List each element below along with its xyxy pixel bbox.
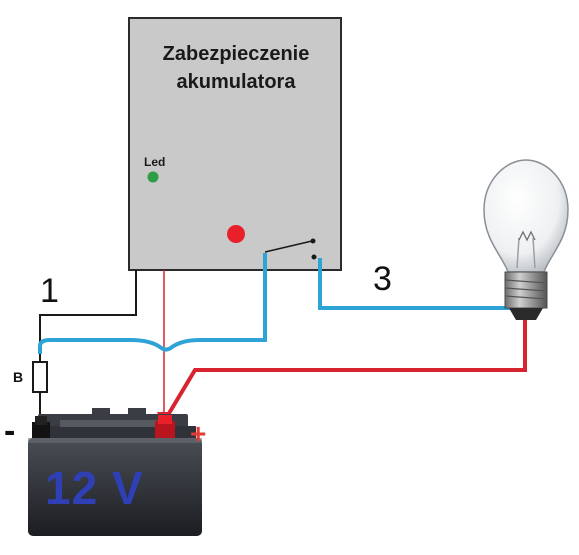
battery-icon <box>28 408 202 536</box>
led-label: Led <box>144 155 166 169</box>
led-green <box>147 171 159 183</box>
wire-label-1: 1 <box>40 272 59 310</box>
module-title: Zabezpieczenie akumulatora <box>130 40 342 96</box>
battery-voltage-label: 12 V <box>45 462 144 514</box>
light-bulb-icon <box>483 159 569 320</box>
wire-blue-3 <box>318 258 512 310</box>
wire-red-plus <box>163 320 527 422</box>
protection-module <box>128 17 342 271</box>
relay-contact-icon <box>264 238 317 260</box>
negative-terminal-label: - <box>4 412 16 450</box>
wire-label-3: 3 <box>373 260 392 298</box>
module-title-line1: Zabezpieczenie <box>162 43 310 65</box>
module-title-line2: akumulatora <box>176 71 296 93</box>
positive-terminal-label: + <box>190 418 207 449</box>
wire-blue-fuse <box>38 253 267 354</box>
led-red <box>227 225 245 243</box>
fuse-label: B <box>13 369 24 385</box>
fuse-icon <box>32 361 48 393</box>
